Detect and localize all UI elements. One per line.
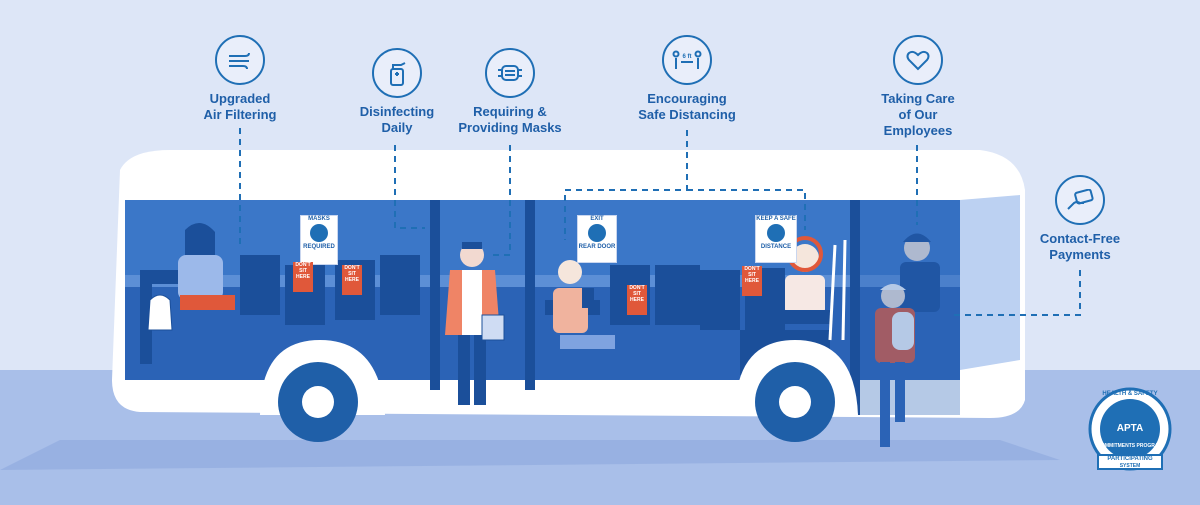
sign-top-text: EXIT <box>590 216 604 222</box>
sign-top-text: DON'T SIT <box>744 266 760 278</box>
sign-top-text: DON'T SIT <box>629 285 645 297</box>
windshield <box>960 195 1020 370</box>
road-shadow <box>0 440 1060 470</box>
pillar <box>525 200 535 390</box>
sign-top-text: KEEP A SAFE <box>756 216 796 222</box>
mask-icon <box>485 48 535 98</box>
sign-top-text: MASKS <box>308 216 330 222</box>
badge-top-text: HEALTH & SAFETY <box>1102 391 1158 397</box>
mask-icon <box>310 224 328 242</box>
feature-employees: Taking Care of Our Employees <box>868 35 968 139</box>
feature-disinfecting: Disinfecting Daily <box>347 48 447 136</box>
sign-top-text: DON'T SIT <box>344 265 360 277</box>
sign-bottom-text: HERE <box>345 277 359 283</box>
feature-masks: Requiring & Providing Masks <box>450 48 570 136</box>
wind-icon <box>215 35 265 85</box>
passenger-headphones <box>785 236 830 324</box>
sign-bottom-text: REAR DOOR <box>578 244 616 250</box>
feature-payments: Contact-Free Payments <box>1030 175 1130 263</box>
masks-required-sign: MASKS REQUIRED <box>300 215 338 265</box>
crutches <box>828 239 847 341</box>
bus-driver <box>900 233 940 312</box>
passenger-walking <box>445 242 505 405</box>
feature-label: Disinfecting Daily <box>359 104 435 135</box>
feature-air-filtering: Upgraded Air Filtering <box>195 35 285 123</box>
sign-bottom-text: HERE <box>745 278 759 284</box>
arrow-left-icon <box>588 224 606 242</box>
badge-sub-text: SYSTEM <box>1119 463 1141 469</box>
exit-rear-door-sign: EXIT REAR DOOR <box>577 215 617 263</box>
keep-safe-distance-sign: KEEP A SAFE DISTANCE <box>755 215 797 263</box>
sign-bottom-text: REQUIRED <box>303 244 335 250</box>
pillar <box>850 200 860 415</box>
badge-bottom-text: COMMITMENTS PROGRAM <box>1097 443 1163 449</box>
card-payment-icon <box>1055 175 1105 225</box>
connector-lines <box>239 128 1081 316</box>
feature-label: Taking Care of Our Employees <box>881 91 955 138</box>
distance-icon: 6 ft <box>662 35 712 85</box>
feature-label: Upgraded Air Filtering <box>203 91 277 122</box>
passenger-left <box>147 222 235 331</box>
sign-bottom-text: HERE <box>630 297 644 303</box>
badge-banner-text: PARTICIPATING <box>1107 456 1153 462</box>
pillar <box>430 200 440 390</box>
sign-top-text: DON'T SIT <box>295 262 311 274</box>
feature-label: Encouraging Safe Distancing <box>638 91 736 122</box>
sign-bottom-text: HERE <box>296 274 310 280</box>
feature-distancing: 6 ft Encouraging Safe Distancing <box>627 35 747 123</box>
heart-icon <box>893 35 943 85</box>
svg-text:6 ft: 6 ft <box>683 54 692 60</box>
apta-badge: HEALTH & SAFETY APTA COMMITMENTS PROGRAM… <box>1084 385 1176 477</box>
passenger-boarding <box>875 284 915 447</box>
passenger-elderly <box>553 260 615 349</box>
feature-label: Contact-Free Payments <box>1039 231 1121 262</box>
badge-apta-text: APTA <box>1116 423 1144 434</box>
feature-label: Requiring & Providing Masks <box>458 104 562 135</box>
distance-icon <box>767 224 785 242</box>
spray-bottle-icon <box>372 48 422 98</box>
sign-bottom-text: DISTANCE <box>760 244 792 250</box>
